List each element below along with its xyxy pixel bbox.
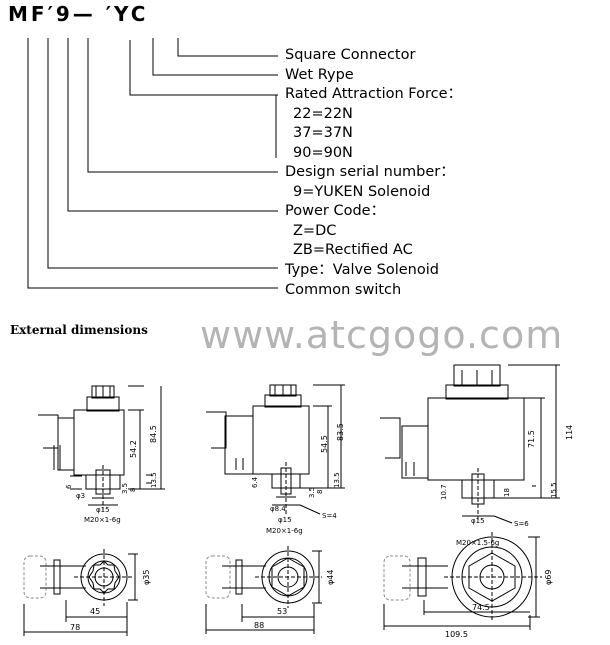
leader-type (47, 38, 278, 269)
dim-b2-dia: φ44 (326, 570, 335, 585)
legend-force-90: 90=90N (293, 145, 353, 161)
solenoid-plan-view-2 (205, 546, 322, 634)
dim3-h1: 71.5 (527, 430, 536, 448)
dim2-s1: 6.4 (251, 476, 259, 488)
dim3-s: S=6 (514, 520, 529, 528)
leader-wet-type (152, 38, 278, 76)
leader-common-switch (27, 38, 278, 289)
dim2-phi2: φ15 (278, 516, 292, 524)
legend-force-37: 37=37N (293, 125, 353, 141)
dim3-s2: 18 (503, 488, 511, 497)
solenoid-side-view-3 (380, 364, 560, 524)
dim2-s: S=4 (322, 512, 337, 520)
dim3-h2: 114 (565, 425, 574, 440)
solenoid-side-view-2 (206, 384, 345, 515)
dim2-s3: 8 (316, 490, 324, 494)
dim-b1-w2: 78 (70, 623, 80, 632)
dim3-thread: M20×1.5-6g (456, 539, 499, 547)
dim3-s1: 10.7 (440, 484, 448, 500)
legend-common-switch: Common switch (285, 282, 402, 298)
dim2-h1: 54.5 (320, 435, 329, 453)
dim-b1-w1: 45 (90, 607, 100, 616)
legend-design-serial: Design serial number： (285, 164, 455, 180)
dim3-phi1: φ15 (471, 517, 485, 525)
legend-rated-force: Rated Attraction Force： (285, 86, 463, 102)
dim1-s2: 3.5 (121, 483, 129, 494)
legend-power-code: Power Code： (285, 203, 386, 219)
leader-power-code (67, 38, 278, 212)
dim1-s4: 13.5 (150, 472, 158, 488)
dim-b2-w1: 53 (277, 607, 287, 616)
dim-b3-w2: 109.5 (445, 630, 468, 639)
leader-design-serial (87, 38, 278, 173)
dim1-s3: 8 (129, 488, 137, 492)
dim-b3-w1: 74.5 (472, 603, 490, 612)
dim3-s3: 15.5 (550, 482, 558, 498)
model-code: MF′9— ′YC (8, 2, 149, 26)
solenoid-plan-view-1 (23, 549, 138, 636)
dim1-h1: 54.2 (129, 440, 138, 458)
dim1-phi2: φ15 (96, 506, 110, 514)
watermark: www.atcgogo.com (200, 313, 564, 357)
solenoid-side-view-1 (38, 385, 165, 510)
dim2-h2: 83.5 (336, 423, 345, 441)
legend-wet-type: Wet Rype (285, 67, 354, 83)
dim1-phi1: φ3 (76, 492, 85, 500)
dim1-thread: M20×1-6g (84, 516, 121, 524)
legend-force-22: 22=22N (293, 106, 353, 122)
leader-rated-force (129, 40, 278, 96)
dim2-phi1: φ8.4 (270, 505, 286, 513)
legend-type: Type：Valve Solenoid (285, 262, 439, 278)
dim2-s4: 13.5 (333, 472, 341, 488)
dim-b1-dia: φ35 (142, 570, 151, 585)
dim1-h2: 84.5 (149, 425, 158, 443)
dim-b3-dia: φ69 (544, 570, 553, 585)
dim2-s2: 3.5 (308, 487, 316, 498)
dim1-s1: 6 (65, 484, 73, 489)
dim2-thread: M20×1-6g (266, 527, 303, 535)
legend-rectified-ac: ZB=Rectified AC (293, 242, 413, 258)
section-title: External dimensions (10, 323, 148, 337)
legend-square-connector: Square Connector (285, 47, 416, 63)
solenoid-plan-view-3 (383, 532, 542, 630)
legend-dc: Z=DC (293, 223, 337, 239)
leader-square-connector (177, 38, 278, 57)
dim-b2-w2: 88 (254, 621, 264, 630)
legend-yuken: 9=YUKEN Solenoid (293, 184, 431, 200)
